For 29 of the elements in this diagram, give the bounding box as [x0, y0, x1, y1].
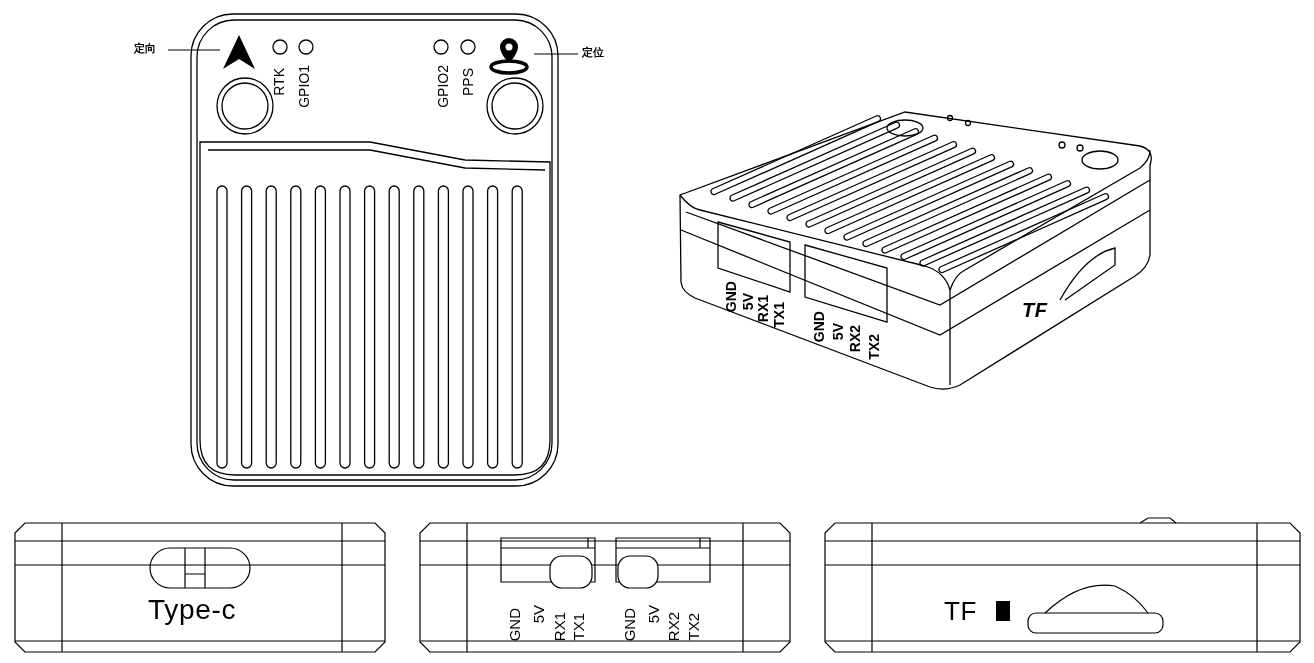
port-label: TF — [944, 598, 978, 624]
port-label: TX2 — [686, 613, 701, 641]
port-label: TX1 — [772, 302, 786, 328]
port-label: GPIO2 — [436, 65, 450, 108]
port-label: GPIO1 — [297, 65, 311, 108]
callout-text: 定向 — [134, 40, 162, 56]
leader-line — [533, 53, 579, 55]
port-label: RX2 — [666, 611, 681, 641]
port-label: TF — [1022, 300, 1048, 320]
port-label: Type-c — [148, 596, 237, 624]
port-label: RTK — [272, 68, 286, 96]
port-label: GND — [812, 310, 826, 342]
port-label: RX1 — [756, 294, 770, 322]
location-pin-icon — [488, 36, 530, 76]
port-label: 5V — [646, 604, 661, 623]
port-label: TX2 — [867, 334, 881, 360]
leader-line — [167, 49, 221, 51]
port-label: 5V — [741, 292, 755, 310]
port-label: PPS — [461, 68, 475, 96]
port-label: RX2 — [848, 324, 862, 352]
port-label: 5V — [531, 604, 546, 623]
port-label: RX1 — [552, 611, 567, 641]
port-label: GND — [622, 607, 637, 641]
port-label: GND — [507, 607, 522, 641]
north-arrow-icon — [222, 34, 256, 70]
callout-text: 定位 — [582, 44, 612, 60]
port-label: 5V — [831, 322, 845, 340]
port-label: GND — [724, 280, 738, 312]
port-label: TX1 — [571, 613, 586, 641]
